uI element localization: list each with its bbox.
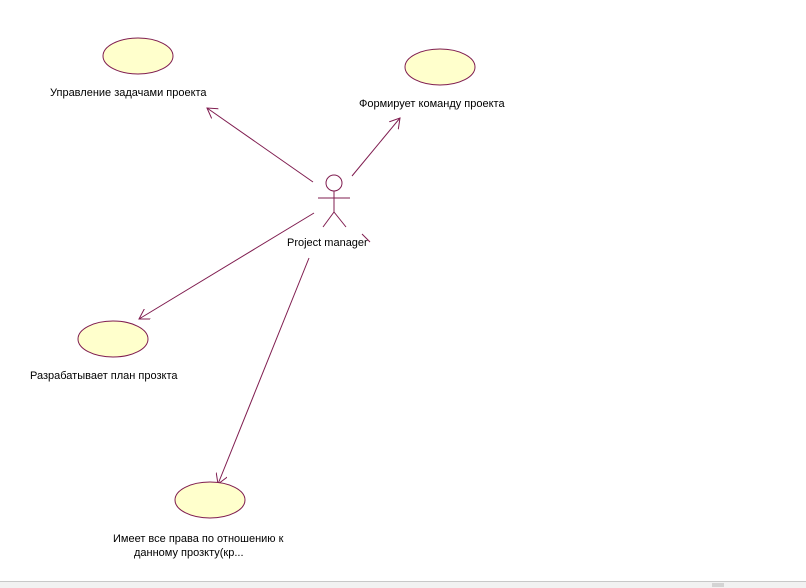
use-case-ellipse (174, 481, 246, 519)
use-case-ellipse (102, 37, 174, 75)
use-case-label-line-1: Имеет все права по отношению к (113, 533, 284, 545)
use-case-ellipse (77, 320, 149, 358)
use-case-forms-project-team[interactable]: Формирует команду проекта (359, 48, 505, 110)
use-case-ellipse (404, 48, 476, 86)
association-line-uc2[interactable] (351, 118, 400, 177)
association-line-uc4[interactable] (218, 257, 310, 484)
scrollbar-thumb[interactable] (712, 583, 724, 587)
actor-project-manager[interactable]: Project manager (287, 174, 371, 249)
use-case-develops-project-plan[interactable]: Разрабатывает план прозкта (30, 320, 178, 382)
use-case-label-line-2: данному прозкту(кр... (134, 547, 244, 559)
use-case-has-all-project-rights[interactable]: Имеет все права по отношению к данному п… (113, 481, 284, 559)
use-case-label: Управление задачами проекта (50, 87, 207, 99)
use-case-label: Разрабатывает план прозкта (30, 370, 178, 382)
use-case-project-task-management[interactable]: Управление задачами проекта (50, 37, 207, 99)
association-line-uc1[interactable] (207, 108, 314, 183)
stick-figure-actor-icon (318, 174, 371, 243)
horizontal-scrollbar[interactable] (0, 581, 806, 588)
use-case-label: Формирует команду проекта (359, 98, 505, 110)
association-line-uc3[interactable] (139, 212, 315, 319)
actor-name-label: Project manager (287, 237, 368, 249)
